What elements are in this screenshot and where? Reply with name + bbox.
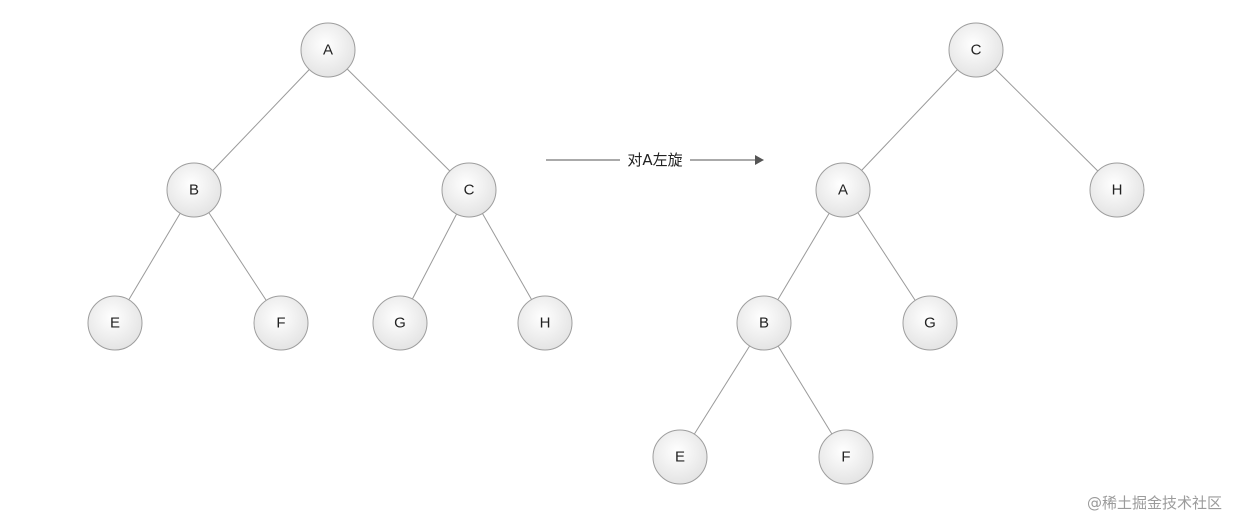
- node-circle: [372, 295, 428, 351]
- node-circle: [253, 295, 309, 351]
- arrow-head-icon: [755, 155, 764, 165]
- node-circle: [166, 162, 222, 218]
- node-label: F: [276, 315, 285, 332]
- tree-before-rotation: A B C E F G H: [87, 22, 573, 351]
- edge-c-h: [481, 213, 533, 300]
- tree-node-a: A: [300, 22, 356, 78]
- edge-c-h: [994, 68, 1099, 172]
- edge-b-f: [777, 345, 833, 435]
- node-circle: [517, 295, 573, 351]
- node-circle: [736, 295, 792, 351]
- node-circle: [948, 22, 1004, 78]
- tree-node-f: F: [253, 295, 309, 351]
- node-circle: [815, 162, 871, 218]
- node-label: F: [841, 449, 850, 466]
- tree-node-a: A: [815, 162, 871, 218]
- tree-node-b: B: [736, 295, 792, 351]
- tree-node-g: G: [902, 295, 958, 351]
- edge-a-c: [346, 68, 451, 172]
- edge-a-b: [212, 69, 310, 171]
- tree-node-h: H: [1089, 162, 1145, 218]
- edge-c-a: [861, 69, 958, 171]
- node-circle: [818, 429, 874, 485]
- node-circle: [652, 429, 708, 485]
- rotation-label: 对A左旋: [627, 151, 682, 169]
- node-circle: [441, 162, 497, 218]
- node-label: B: [189, 182, 199, 199]
- node-label: A: [323, 42, 333, 59]
- tree-node-c: C: [441, 162, 497, 218]
- node-label: G: [924, 315, 936, 332]
- node-label: A: [838, 182, 848, 199]
- node-label: C: [971, 42, 982, 59]
- node-circle: [902, 295, 958, 351]
- node-label: C: [464, 182, 475, 199]
- tree-node-g: G: [372, 295, 428, 351]
- edge-b-e: [693, 345, 751, 435]
- tree-node-e: E: [652, 429, 708, 485]
- tree-after-rotation: C A H B G E F: [652, 22, 1145, 485]
- node-label: H: [1112, 182, 1123, 199]
- node-label: G: [394, 315, 406, 332]
- node-label: B: [759, 315, 769, 332]
- edge-a-g: [857, 212, 916, 301]
- tree-node-c: C: [948, 22, 1004, 78]
- node-label: H: [540, 315, 551, 332]
- node-circle: [1089, 162, 1145, 218]
- tree-node-b: B: [166, 162, 222, 218]
- tree-node-f: F: [818, 429, 874, 485]
- edge-c-g: [411, 213, 458, 300]
- node-circle: [87, 295, 143, 351]
- watermark: @稀土掘金技术社区: [1087, 494, 1222, 512]
- node-label: E: [675, 449, 685, 466]
- edge-b-e: [128, 212, 181, 301]
- tree-node-h: H: [517, 295, 573, 351]
- edge-a-b: [777, 212, 830, 301]
- node-label: E: [110, 315, 120, 332]
- node-circle: [300, 22, 356, 78]
- tree-node-e: E: [87, 295, 143, 351]
- rotation-arrow: 对A左旋: [546, 151, 764, 169]
- edge-b-f: [208, 212, 267, 301]
